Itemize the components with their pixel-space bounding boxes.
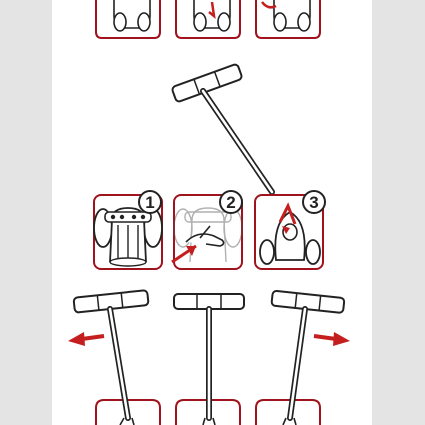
- handle-tilt-left: [72, 289, 161, 425]
- top-panel-2: [175, 0, 241, 39]
- step-badge-3: 3: [302, 190, 326, 214]
- step-number-2: 2: [226, 193, 235, 212]
- handle-straight: [173, 293, 245, 425]
- step-number-1: 1: [145, 193, 154, 212]
- step-panel-1: [93, 194, 163, 270]
- step-number-3: 3: [309, 193, 318, 212]
- top-panel-1: [95, 0, 161, 39]
- arrow-left-head-icon: [68, 332, 85, 346]
- step-panel-3: [254, 194, 324, 270]
- push-handle-long: [171, 63, 275, 195]
- arrow-right-head-icon: [333, 332, 350, 346]
- step-badge-2: 2: [219, 190, 243, 214]
- arrow-left-icon: [81, 334, 105, 341]
- top-panel-3: [255, 0, 321, 39]
- handle-tilt-right: [255, 289, 346, 425]
- step-panel-2: [171, 194, 243, 270]
- arrow-right-icon: [313, 334, 337, 341]
- step-badge-1: 1: [138, 190, 162, 214]
